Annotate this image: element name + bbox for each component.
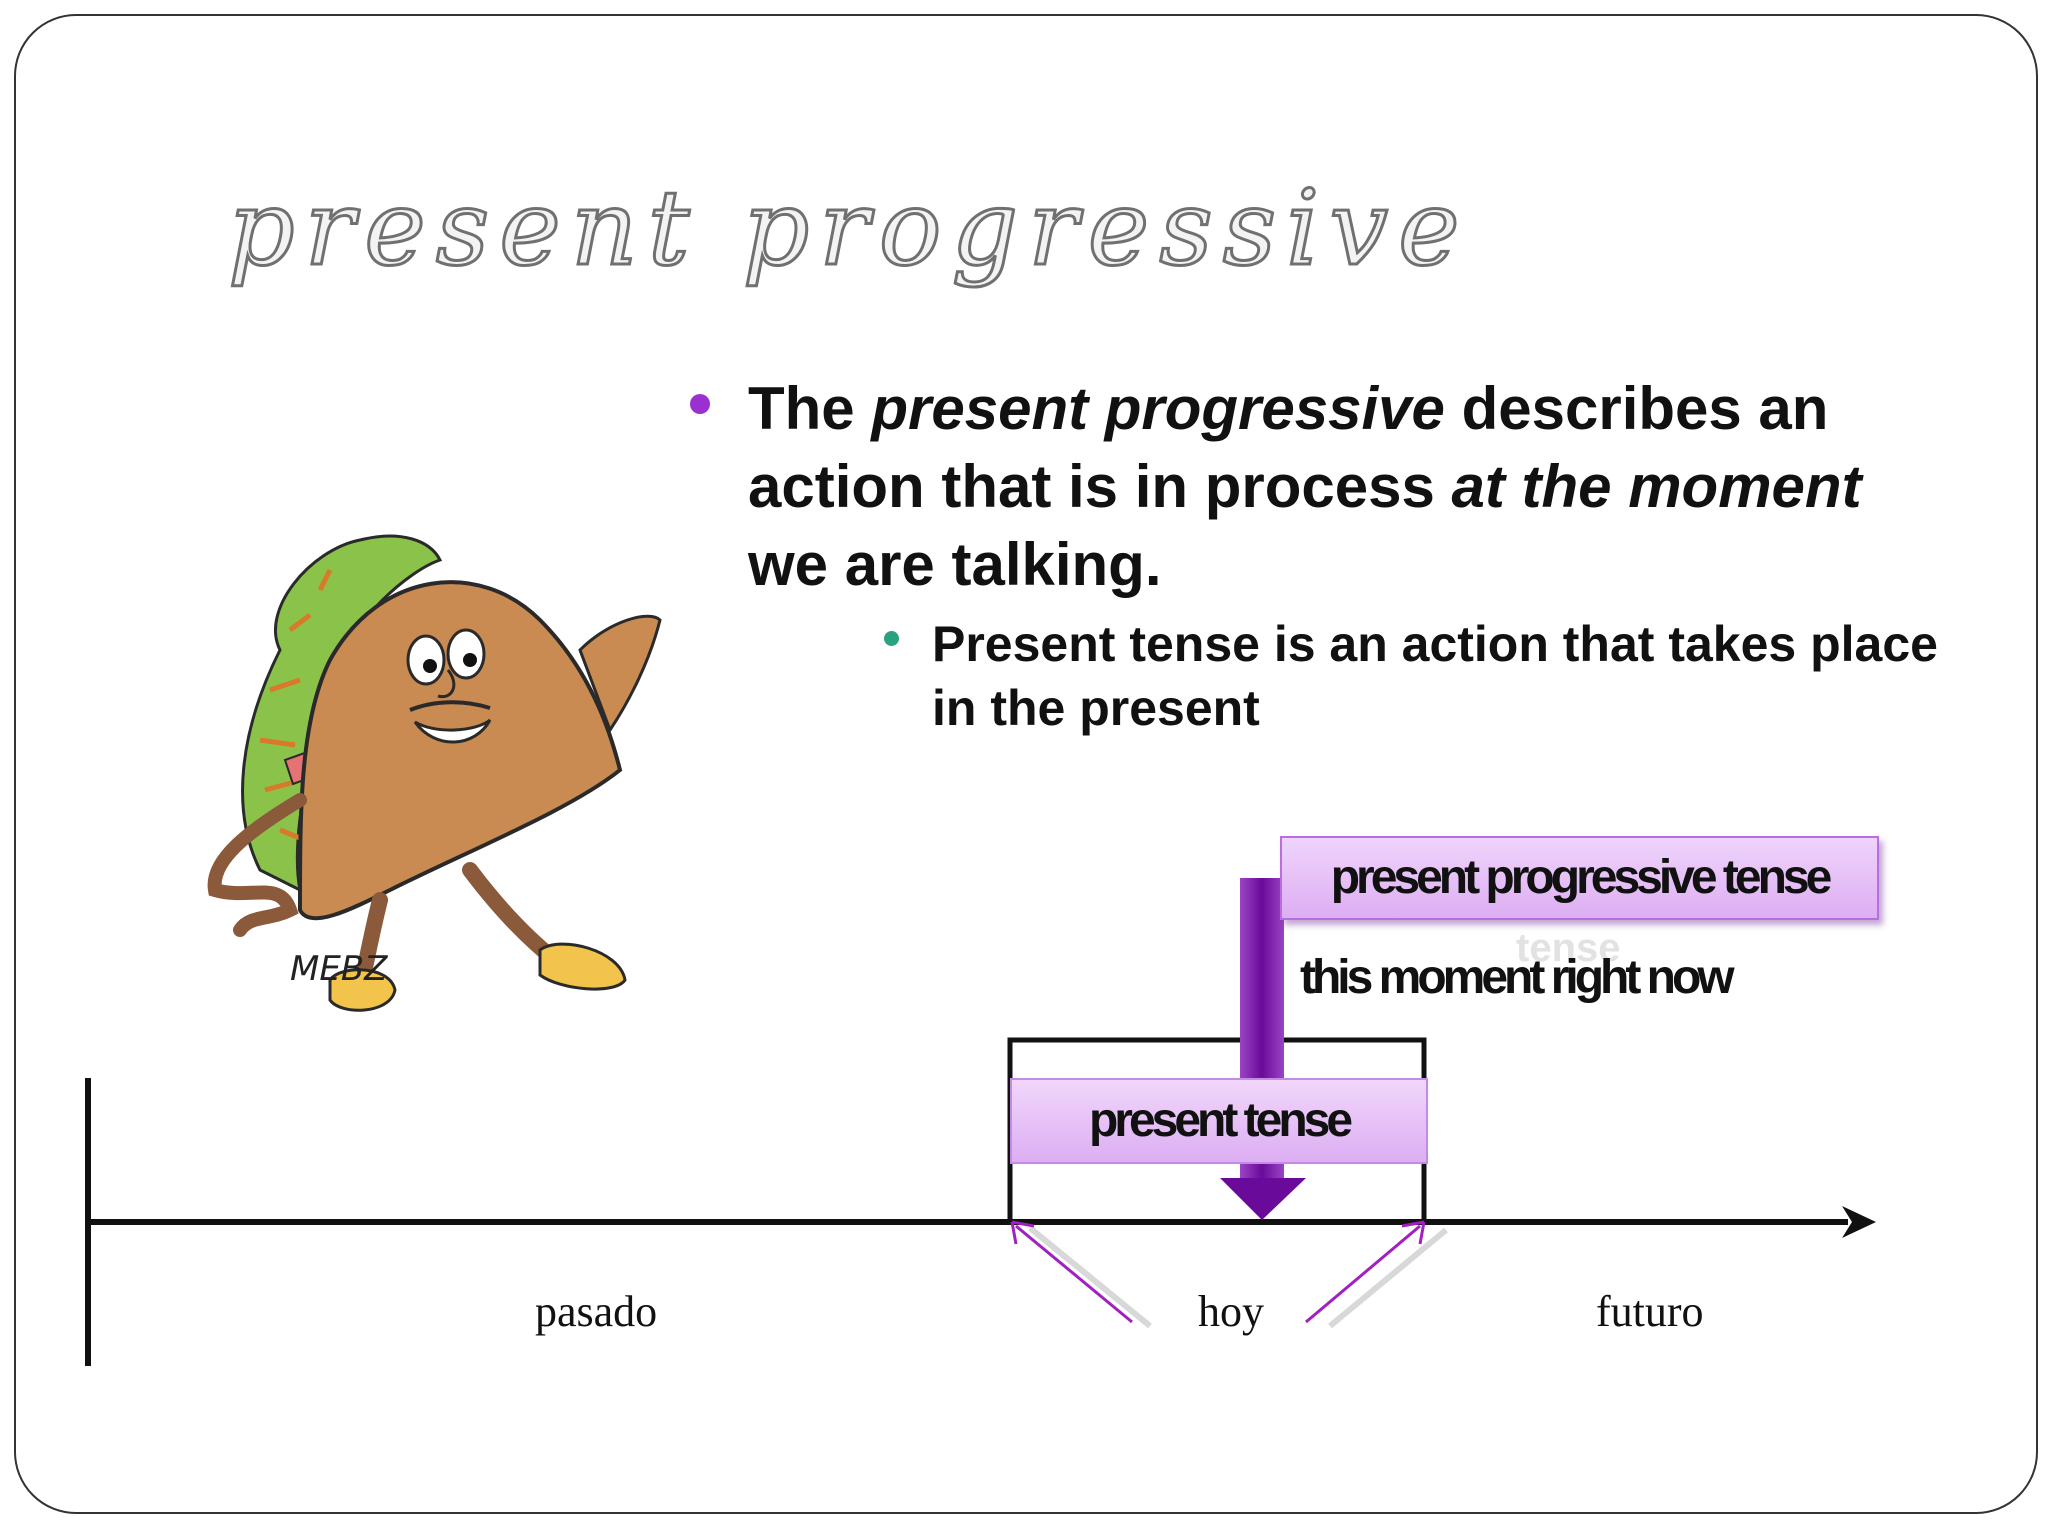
timeline-label-past: pasado xyxy=(535,1287,658,1336)
sub-bullet-text: Present tense is an action that takes pl… xyxy=(932,616,1938,736)
sub-bullet: Present tense is an action that takes pl… xyxy=(884,612,1964,740)
svg-text:MEBZ: MEBZ xyxy=(290,949,388,989)
cheese-strands xyxy=(259,568,333,843)
taco-ear xyxy=(578,614,662,734)
main-bullet: The present progressive describes an act… xyxy=(690,370,1930,604)
bullet-part: describes an action that is in process xyxy=(748,375,1829,520)
timeline-label-today: hoy xyxy=(1198,1287,1264,1336)
bullet-dot-icon xyxy=(690,394,710,414)
timeline-label-future: futuro xyxy=(1596,1287,1704,1336)
bullet-part: we are talking. xyxy=(748,531,1162,598)
nose-shape xyxy=(437,669,456,699)
taco-mascot-illustration: MEBZ xyxy=(207,534,662,1012)
mustache-shape xyxy=(409,700,491,712)
bullet-part-italic: at the moment xyxy=(1451,453,1862,520)
smile-shape xyxy=(413,718,492,744)
present-tense-label: present tense xyxy=(1010,1078,1428,1164)
taco-arm xyxy=(207,793,307,937)
sub-bullet-dot-icon xyxy=(884,631,899,646)
this-moment-label: this moment right now xyxy=(1300,951,1735,1004)
ghost-tense-label: tense xyxy=(1516,926,1621,970)
present-progressive-tense-label: present progressive tense xyxy=(1280,836,1879,920)
main-bullet-text: The present progressive describes an act… xyxy=(748,370,1930,604)
bullet-part-italic: present progressive xyxy=(871,375,1445,442)
right-eye-icon xyxy=(446,628,486,680)
bullet-part: The xyxy=(748,375,872,442)
taco-shell xyxy=(297,580,623,921)
right-leg xyxy=(462,862,563,968)
left-sandal xyxy=(328,968,397,1012)
left-eye-icon xyxy=(406,634,446,686)
slide-title: present progressive xyxy=(227,167,1470,289)
right-sandal xyxy=(538,942,627,991)
